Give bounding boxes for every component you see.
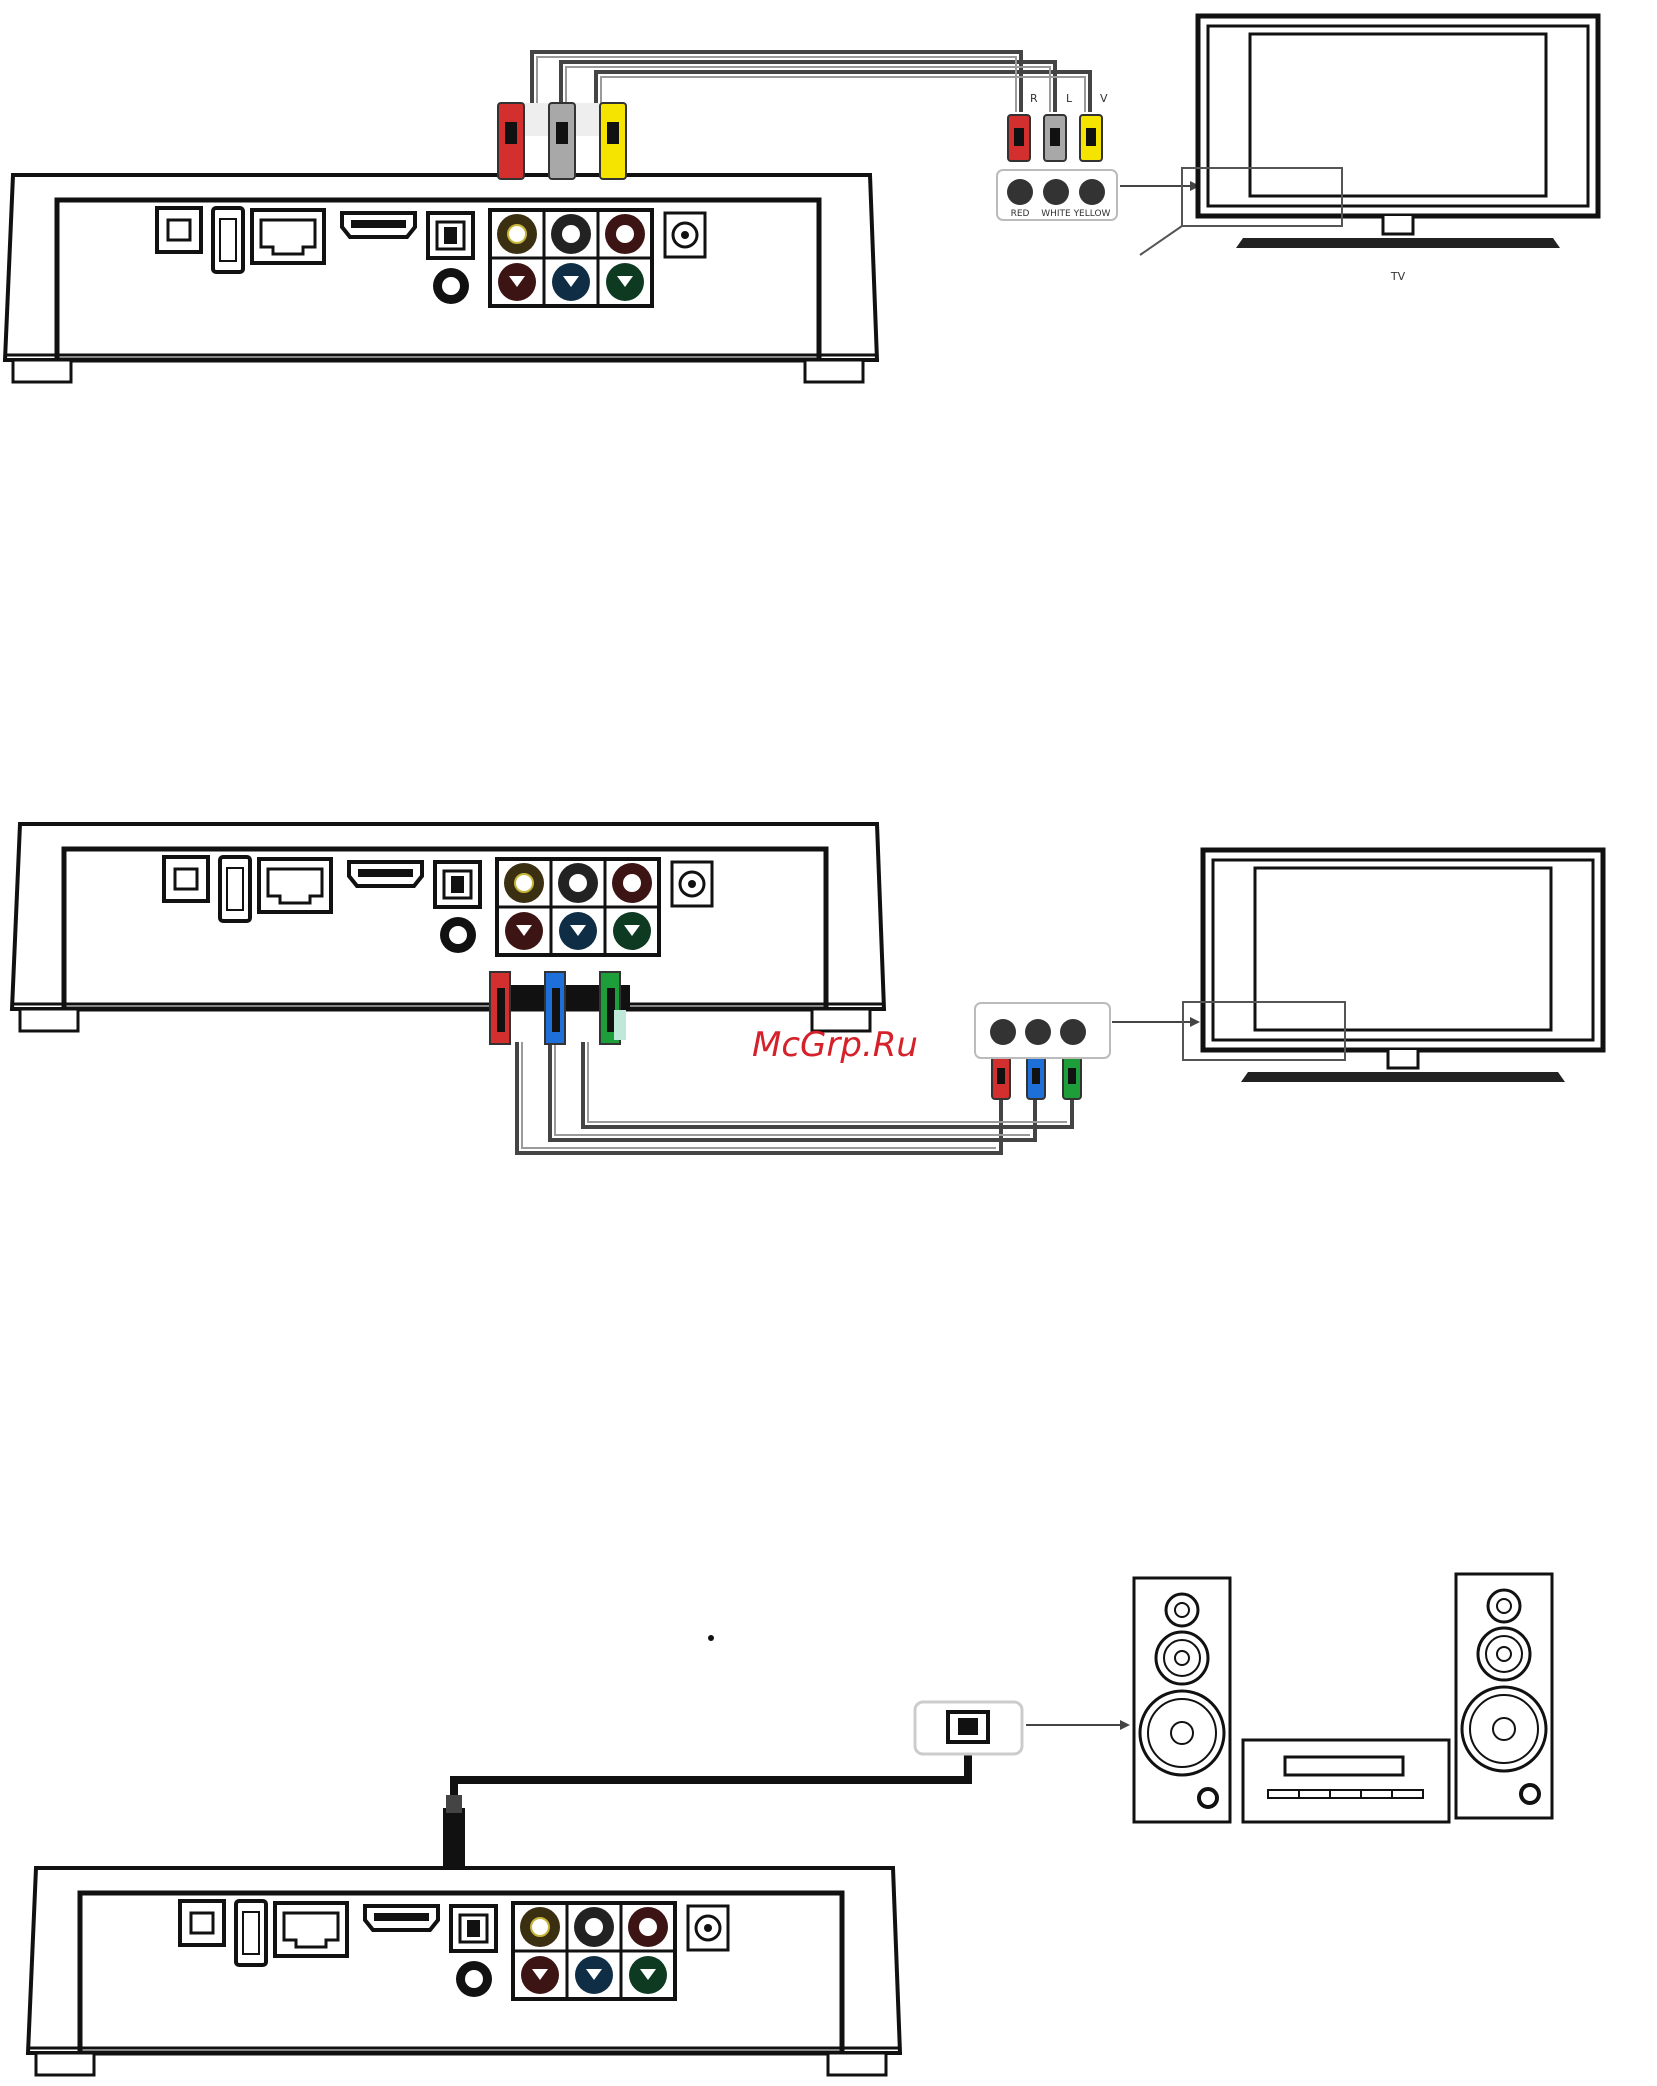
jack-label-white: WHITE bbox=[1041, 209, 1071, 219]
tv-av-input-panel: RED WHITE YELLOW bbox=[997, 170, 1200, 220]
television bbox=[1203, 850, 1603, 1082]
tv-label: TV bbox=[1390, 270, 1406, 283]
optical-cable bbox=[454, 1740, 968, 1850]
jack-label-yellow: YELLOW bbox=[1073, 209, 1111, 219]
diagram-optical-audio bbox=[28, 1574, 1552, 2075]
television bbox=[1198, 16, 1598, 248]
dot-mark bbox=[708, 1635, 714, 1641]
right-speaker bbox=[1456, 1574, 1552, 1818]
tv-component-input-panel bbox=[975, 1003, 1200, 1058]
plug-label-l: L bbox=[1066, 92, 1073, 105]
component-plugs-tv-end bbox=[992, 1057, 1081, 1099]
jack-label-red: RED bbox=[1011, 209, 1030, 219]
diagram-composite-av: R L V RED WHITE YELLOW TV bbox=[5, 16, 1598, 382]
plug-label-v: V bbox=[1100, 92, 1108, 105]
watermark: McGrp.Ru bbox=[752, 1025, 918, 1065]
diagram-component-video: McGrp.Ru bbox=[12, 824, 1603, 1153]
media-player-rear-panel bbox=[28, 1868, 900, 2075]
media-player-rear-panel bbox=[5, 175, 877, 382]
av-plugs-device-end bbox=[498, 103, 626, 179]
stereo-receiver bbox=[1243, 1740, 1449, 1822]
component-plugs-device-end bbox=[490, 972, 630, 1044]
receiver-optical-input bbox=[915, 1702, 1130, 1754]
media-player-rear-panel bbox=[12, 824, 884, 1031]
plug-label-r: R bbox=[1030, 92, 1038, 105]
left-speaker bbox=[1134, 1578, 1230, 1822]
